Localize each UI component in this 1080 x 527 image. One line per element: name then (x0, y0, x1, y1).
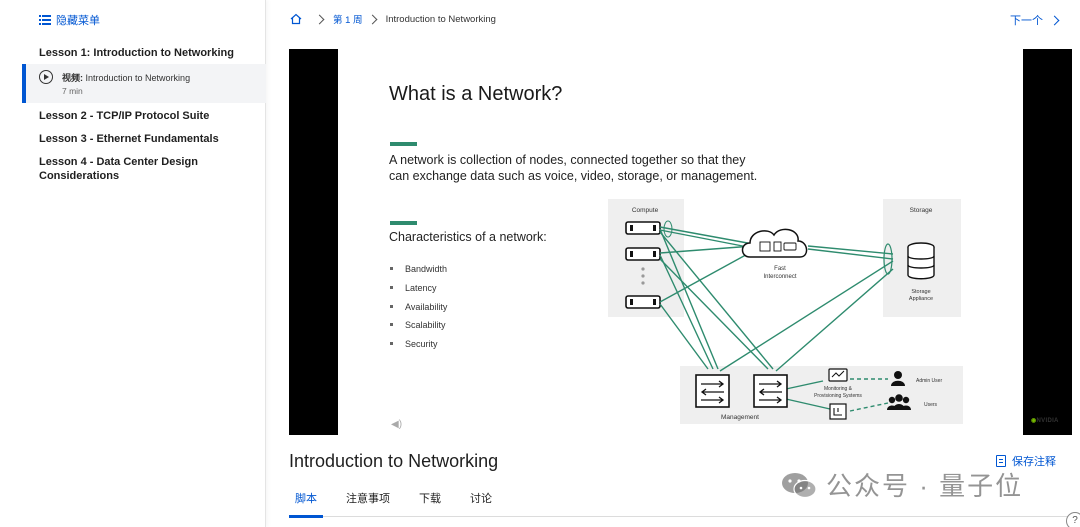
storage-appliance-label-2: Appliance (909, 296, 933, 302)
breadcrumb-week-link[interactable]: 第 1 周 (333, 15, 363, 26)
sidebar-item-video-active[interactable]: 视频: Introduction to Networking 7 min (22, 64, 266, 103)
note-icon (996, 455, 1006, 467)
admin-user-label: Admin User (916, 378, 942, 384)
lesson-title-1[interactable]: Lesson 1: Introduction to Networking (39, 47, 234, 59)
save-notes-label: 保存注释 (1012, 456, 1056, 468)
item-type-label: 视频: (62, 73, 83, 83)
compute-label: Compute (632, 207, 659, 214)
tab-transcript[interactable]: 脚本 (289, 486, 323, 518)
watermark: 公众号 · 量子位 (780, 466, 1023, 503)
watermark-text: 公众号 · 量子位 (826, 471, 1024, 501)
tab-bar: 脚本 注意事项 下载 讨论 (289, 486, 1072, 518)
breadcrumb-current: Introduction to Networking (385, 13, 496, 25)
play-circle-icon (39, 70, 53, 84)
page-title: Introduction to Networking (289, 451, 499, 471)
chevron-right-icon (314, 14, 325, 24)
list-item: Scalability (389, 319, 447, 338)
lesson-title-4[interactable]: Lesson 4 - Data Center Design Considerat… (39, 156, 198, 182)
volume-icon: ◀) (391, 419, 403, 430)
item-title: Introduction to Networking (85, 73, 191, 83)
fast-interconnect-label-2: Interconnect (763, 274, 796, 280)
link-bundle (663, 220, 673, 238)
list-item: Security (389, 338, 447, 357)
home-icon[interactable] (290, 13, 302, 25)
next-label: 下一个 (1010, 15, 1043, 27)
tab-downloads[interactable]: 下载 (419, 493, 441, 505)
chevron-right-icon (367, 14, 378, 24)
logo-text: NVIDIA (1036, 418, 1059, 424)
storage-label: Storage (910, 207, 933, 214)
sidebar: 隐藏菜单 Lesson 1: Introduction to Networkin… (0, 0, 266, 527)
cloud-icon (741, 228, 808, 258)
characteristics-list: Bandwidth Latency Availability Scalabili… (389, 263, 447, 357)
monitoring-label-2: Provisioning Systems (814, 393, 862, 399)
network-diagram: Compute Storage (608, 199, 963, 424)
storage-appliance-label-1: Storage (911, 289, 930, 295)
users-label: Users (924, 402, 938, 408)
accent-bar (390, 142, 417, 146)
chevron-right-icon (1049, 15, 1060, 25)
nvidia-logo: ◉NVIDIA (1031, 418, 1059, 424)
hide-menu-button[interactable]: 隐藏菜单 (39, 12, 100, 28)
lesson-title-2[interactable]: Lesson 2 - TCP/IP Protocol Suite (39, 110, 210, 122)
slide-title: What is a Network? (389, 83, 563, 105)
save-notes-button[interactable]: 保存注释 (996, 453, 1056, 469)
item-duration: 7 min (62, 86, 83, 96)
hide-menu-label: 隐藏菜单 (56, 15, 100, 27)
list-item: Latency (389, 282, 447, 301)
next-button[interactable]: 下一个 (1010, 12, 1060, 28)
link-bundle (883, 243, 893, 275)
video-slide: What is a Network? A network is collecti… (338, 49, 1058, 435)
breadcrumb: 第 1 周 Introduction to Networking (290, 12, 496, 26)
network-links (659, 226, 894, 410)
tab-discussion[interactable]: 讨论 (470, 493, 492, 505)
management-label: Management (721, 414, 759, 421)
list-item: Availability (389, 301, 447, 320)
help-button[interactable]: ? (1066, 512, 1080, 527)
admin-user-icon (891, 371, 905, 386)
ellipsis-dots (641, 267, 645, 285)
accent-bar (390, 221, 417, 225)
dashed-links (849, 378, 889, 412)
switch-icon (695, 374, 788, 408)
wechat-icon (780, 470, 818, 500)
lesson-title-3[interactable]: Lesson 3 - Ethernet Fundamentals (39, 133, 219, 145)
database-icon (907, 242, 935, 280)
list-icon (39, 15, 51, 25)
list-item: Bandwidth (389, 263, 447, 282)
video-player[interactable]: What is a Network? A network is collecti… (289, 49, 1072, 435)
server-icon (625, 221, 661, 309)
monitoring-label-1: Monitoring & (824, 386, 853, 392)
tab-notes[interactable]: 注意事项 (346, 493, 390, 505)
users-icon (887, 394, 911, 410)
slide-description: A network is collection of nodes, connec… (389, 153, 758, 183)
slide-subhead: Characteristics of a network: (389, 230, 547, 244)
fast-interconnect-label-1: Fast (774, 266, 786, 272)
sidebar-item-label: 视频: Introduction to Networking (62, 71, 190, 84)
